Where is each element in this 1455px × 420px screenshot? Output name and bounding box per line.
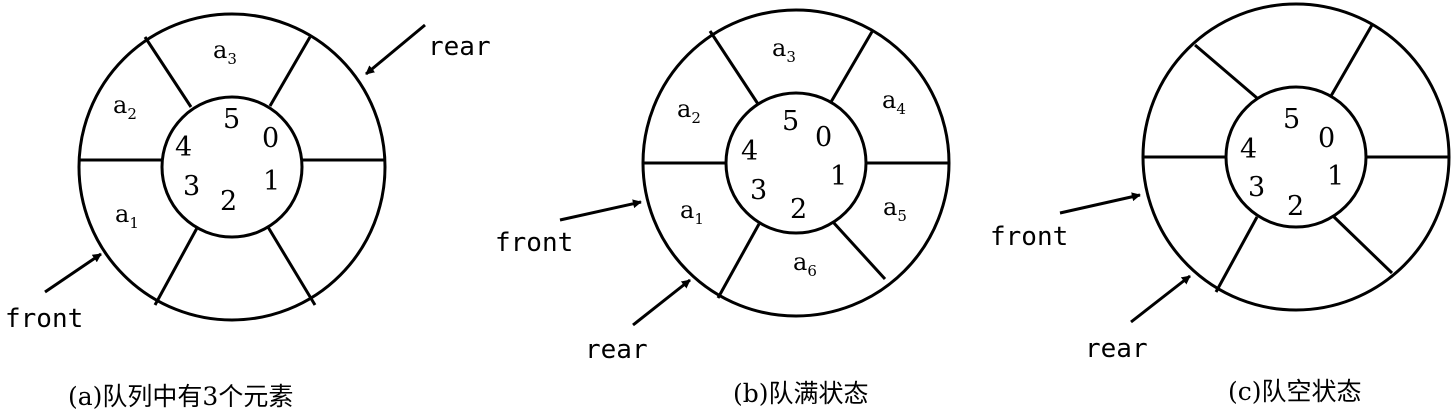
- front-arrow: [1059, 192, 1141, 215]
- front-label: front: [495, 228, 573, 258]
- queue-elements: a1 a2 a3 a4 a5 a6: [677, 34, 907, 280]
- slot-dividers: [1143, 24, 1449, 293]
- rear-label: rear: [1085, 334, 1148, 364]
- slot-index-2: 2: [790, 194, 807, 225]
- pointer-front: front: [990, 192, 1141, 252]
- pointer-rear: rear: [1085, 274, 1191, 364]
- element-a1: a1: [115, 200, 139, 232]
- slot-index-2: 2: [220, 186, 237, 217]
- element-a1: a1: [680, 196, 704, 228]
- pointer-rear: rear: [585, 278, 691, 365]
- element-a6: a6: [793, 248, 817, 280]
- slot-index-4: 4: [1240, 134, 1257, 165]
- slot-index-labels: 0 1 2 3 4 5: [175, 104, 280, 217]
- slot-index-0: 0: [1318, 123, 1335, 154]
- slot-index-3: 3: [1248, 172, 1265, 203]
- element-a3: a3: [213, 36, 237, 68]
- slot-dividers: [79, 36, 385, 306]
- slot-index-0: 0: [262, 123, 279, 154]
- front-label: front: [990, 222, 1068, 252]
- outer-ring: [77, 12, 387, 322]
- slot-index-5: 5: [223, 104, 240, 135]
- slot-index-0: 0: [815, 122, 832, 153]
- front-arrow: [559, 199, 642, 222]
- rear-arrow: [1130, 274, 1191, 324]
- caption-a: (a)队列中有3个元素: [68, 382, 293, 411]
- queue-diagram-c: 0 1 2 3 4 5 front rear (c)队空状态: [990, 2, 1451, 406]
- element-a4: a4: [882, 86, 906, 118]
- rear-arrow: [632, 278, 691, 327]
- slot-index-2: 2: [1287, 191, 1304, 222]
- element-a2: a2: [113, 91, 137, 123]
- slot-index-labels: 0 1 2 3 4 5: [741, 106, 847, 225]
- slot-dividers: [643, 29, 949, 299]
- pointer-front: front: [5, 252, 102, 334]
- slot-index-5: 5: [1283, 104, 1300, 135]
- queue-diagram-b: 0 1 2 3 4 5 a1 a2 a3 a4 a5 a6 front rear…: [495, 8, 951, 408]
- slot-index-1: 1: [263, 166, 280, 197]
- inner-ring: [160, 95, 304, 239]
- front-arrow: [44, 252, 102, 294]
- slot-index-3: 3: [750, 175, 767, 206]
- slot-index-1: 1: [830, 161, 847, 192]
- rear-label: rear: [428, 32, 491, 62]
- element-a3: a3: [772, 34, 796, 66]
- front-label: front: [5, 304, 83, 334]
- rear-arrow: [365, 23, 426, 76]
- slot-index-4: 4: [741, 136, 758, 167]
- slot-index-4: 4: [175, 132, 192, 163]
- queue-diagram-a: 0 1 2 3 4 5 a1 a2 a3 rear front (a)队列中有3…: [5, 12, 491, 411]
- queue-elements: a1 a2 a3: [113, 36, 237, 232]
- rear-label: rear: [585, 335, 648, 365]
- pointer-front: front: [495, 199, 642, 258]
- element-a2: a2: [677, 95, 701, 127]
- caption-b: (b)队满状态: [733, 379, 869, 408]
- pointer-rear: rear: [365, 23, 491, 76]
- slot-index-5: 5: [782, 106, 799, 137]
- caption-c: (c)队空状态: [1228, 377, 1362, 406]
- slot-index-labels: 0 1 2 3 4 5: [1240, 104, 1344, 222]
- element-a5: a5: [883, 193, 907, 225]
- slot-index-3: 3: [183, 171, 200, 202]
- slot-index-1: 1: [1327, 161, 1344, 192]
